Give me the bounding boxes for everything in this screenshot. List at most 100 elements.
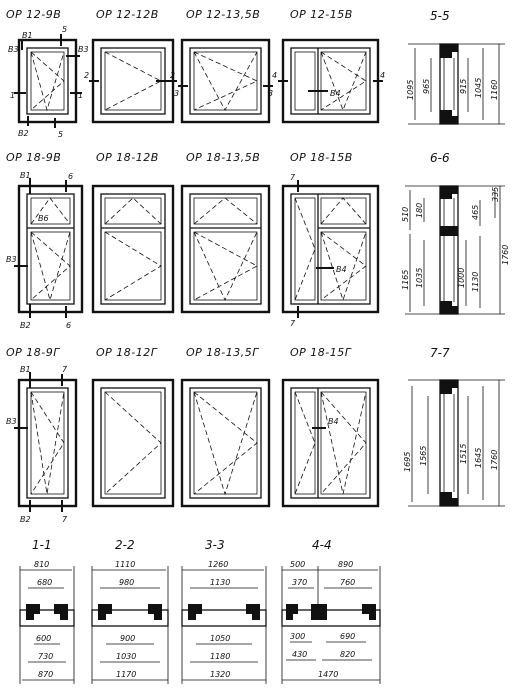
callout-7-r3: 7	[62, 365, 68, 374]
title-op-18-13-5g: ОР 18-13,5Г	[186, 346, 259, 359]
dim-510: 510	[401, 207, 410, 222]
window-op-18-12v	[91, 184, 175, 314]
callout-b1-r2: В1	[20, 171, 31, 180]
title-op-12-9v: ОР 12-9В	[6, 8, 61, 21]
dim-1130: 1130	[471, 272, 480, 292]
section-4-4-title: 4-4	[312, 538, 332, 552]
dim-1030: 1030	[116, 652, 136, 661]
callout-b4-r2: В4	[336, 265, 347, 274]
callout-b3: В3	[8, 45, 19, 54]
window-op-18-15g	[281, 378, 380, 508]
callout-6-b: 6	[66, 321, 71, 330]
callout-b2-r2: В2	[20, 321, 31, 330]
dim-965: 965	[422, 79, 431, 94]
dim-730: 730	[38, 652, 53, 661]
section-5-5-title: 5-5	[430, 9, 450, 23]
dim-1695: 1695	[403, 452, 412, 472]
dim-1760-a: 1760	[501, 245, 510, 265]
callout-3: 3	[174, 89, 179, 98]
callout-b2-r3: В2	[20, 515, 31, 524]
callout-b1-r3: В1	[20, 365, 31, 374]
dim-980: 980	[119, 578, 134, 587]
dim-500: 500	[290, 560, 305, 569]
window-op-18-12g	[91, 378, 175, 508]
dim-1045: 1045	[474, 78, 483, 98]
dim-335: 335	[491, 187, 500, 202]
callout-7-b: 7	[290, 319, 296, 328]
callout-5-b: 5	[58, 130, 63, 139]
callout-4-r: 4	[380, 71, 385, 80]
dim-1110: 1110	[115, 560, 135, 569]
callout-b2: В2	[18, 129, 29, 138]
callout-3-r: 3	[268, 89, 273, 98]
dim-1645: 1645	[474, 448, 483, 468]
callouts-row-1: В3 В1 5 В3 1 1 В2 5 2 2 3 3 4 В4 4	[8, 25, 385, 139]
dim-1130-b: 1130	[210, 578, 230, 587]
dim-1180: 1180	[210, 652, 230, 661]
dim-600: 600	[36, 634, 51, 643]
section-5-5: 1095 965 915 1045 1160	[406, 43, 505, 125]
callouts-row-2: В1 6 В6 В3 В2 6 7 7 В4	[6, 171, 347, 330]
dim-1260: 1260	[208, 560, 228, 569]
dim-1160: 1160	[490, 80, 499, 100]
callouts-row-3: В1 7 В3 В2 7 В4	[6, 365, 339, 524]
callout-7: 7	[290, 173, 296, 182]
window-op-12-13-5v	[180, 38, 271, 124]
section-2-2-title: 2-2	[115, 538, 135, 552]
dim-1760-b: 1760	[490, 450, 499, 470]
dim-1470: 1470	[318, 670, 338, 679]
window-op-18-9g	[17, 378, 78, 508]
dim-810: 810	[34, 560, 49, 569]
title-op-18-15g: ОР 18-15Г	[290, 346, 352, 359]
dim-1050: 1050	[210, 634, 230, 643]
title-op-12-15v: ОР 12-15В	[290, 8, 353, 21]
dim-1165: 1165	[401, 270, 410, 290]
section-3-3: 1260 1130 1050 1180 1320	[181, 560, 267, 684]
title-op-12-12v: ОР 12-12В	[96, 8, 159, 21]
section-1-1: 810 680 600 730 870	[19, 560, 75, 684]
callout-1: 1	[10, 91, 15, 100]
dim-915: 915	[459, 79, 468, 94]
dim-1320: 1320	[210, 670, 230, 679]
callout-b4-r3: В4	[328, 417, 339, 426]
section-4-4: 500 890 370 760 300 690 430 820 1470	[281, 560, 381, 684]
callout-5: 5	[62, 25, 67, 34]
window-op-18-15v	[281, 184, 380, 314]
dim-680: 680	[37, 578, 52, 587]
callout-b3-r2: В3	[6, 255, 17, 264]
title-op-18-9v: ОР 18-9В	[6, 151, 61, 164]
title-op-18-15v: ОР 18-15В	[290, 151, 353, 164]
dim-820: 820	[340, 650, 355, 659]
dim-890: 890	[338, 560, 353, 569]
callout-b3-r3: В3	[6, 417, 17, 426]
dim-870: 870	[38, 670, 53, 679]
dim-1000: 1000	[457, 268, 466, 288]
window-op-18-13-5g	[180, 378, 271, 508]
title-op-18-12v: ОР 18-12В	[96, 151, 159, 164]
callout-b3-r: В3	[78, 45, 89, 54]
callout-b6: В6	[38, 214, 49, 223]
dim-180: 180	[415, 203, 424, 218]
dim-1170: 1170	[116, 670, 136, 679]
window-op-12-15v	[281, 38, 380, 124]
window-op-18-9v	[17, 184, 84, 314]
dim-900: 900	[120, 634, 135, 643]
callout-1-r: 1	[78, 91, 83, 100]
callout-2-r: 2	[170, 71, 175, 80]
section-6-6-title: 6-6	[430, 151, 450, 165]
dim-465: 465	[471, 205, 480, 220]
section-7-7: 1695 1565 1515 1645 1760	[403, 379, 505, 507]
section-2-2: 1110 980 900 1030 1170	[91, 560, 169, 684]
window-op-18-13-5v	[180, 184, 271, 314]
title-op-18-13-5v: ОР 18-13,5В	[186, 151, 260, 164]
dim-300: 300	[290, 632, 305, 641]
dim-1095: 1095	[406, 80, 415, 100]
callout-b4: В4	[330, 89, 341, 98]
callout-6: 6	[68, 172, 73, 181]
title-op-18-9g: ОР 18-9Г	[6, 346, 60, 359]
title-op-12-13-5v: ОР 12-13,5В	[186, 8, 260, 21]
dim-1515: 1515	[459, 444, 468, 464]
section-3-3-title: 3-3	[205, 538, 225, 552]
section-6-6: 335 510 180 465 1165 1035 1000 1130 1760	[401, 185, 510, 315]
